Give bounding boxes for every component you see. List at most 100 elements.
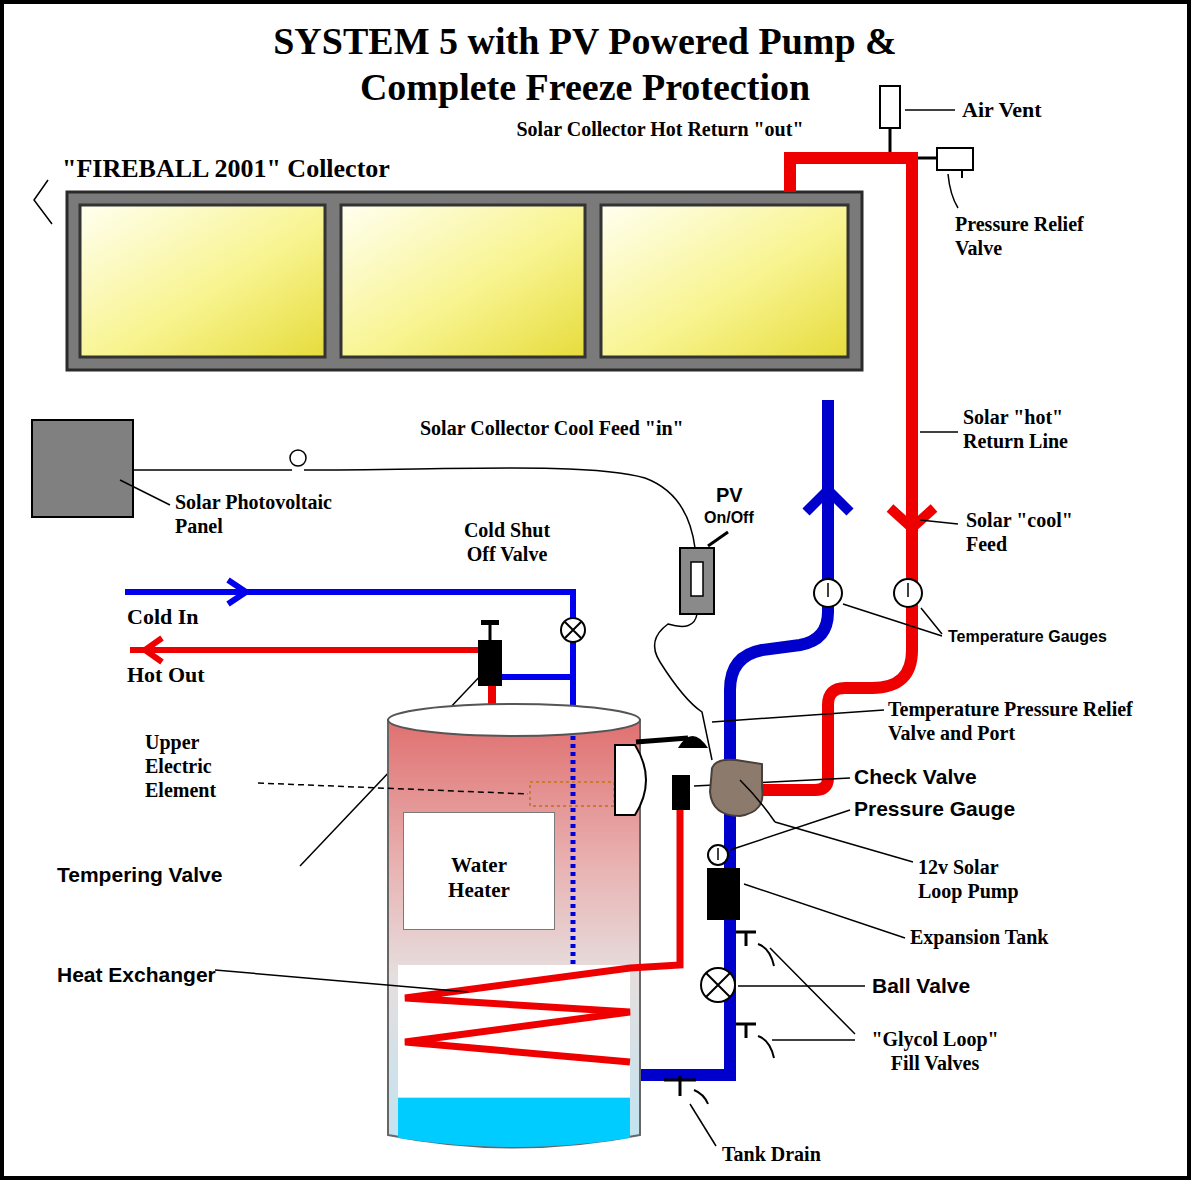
pressure-gauge [708,810,850,865]
solar-collector [34,180,52,224]
pv-panel-leader [120,480,170,505]
air-vent [880,86,900,128]
tp-relief-valve [712,710,884,722]
ball-valve [706,973,730,997]
part-label: Upper Electric Element [145,730,257,802]
part-label: On/Off [704,508,754,527]
tempering-valve [478,640,502,686]
pv-wire [133,469,292,471]
upper-element [258,783,528,794]
pressure-gauge [708,845,728,865]
ball-valve [701,968,735,1002]
part-label: Solar Photovoltaic Panel [175,490,375,538]
part-label: Solar "hot" Return Line [963,405,1123,453]
water-tank [388,720,640,1148]
return-leader [920,520,958,524]
tank-drain [664,1075,696,1096]
temperature-gauge [814,579,842,607]
expansion-tank [744,884,905,938]
pv-wire [290,450,306,466]
pv-panel [32,420,133,517]
hot-out-pipe [130,647,480,653]
part-label: PV [716,483,743,507]
part-label: Hot Out [127,662,205,688]
tempering-valve [489,624,492,642]
part-label: Solar Collector Cool Feed "in" [420,416,684,440]
pressure-gauge [730,810,850,850]
part-label: Solar "cool" Feed [966,508,1116,556]
part-label: Cold Shut Off Valve [448,518,566,566]
tank-drain [690,1104,716,1146]
hot-return-pipe [760,158,912,790]
solar-collector [67,192,862,370]
return-leader [920,432,958,524]
water-tank [571,736,576,965]
part-label: Tempering Valve [57,862,222,887]
tp-relief-valve [636,738,688,742]
fill-valve [736,1024,756,1038]
solar-collector [341,205,585,357]
cold-shutoff-valve [561,618,585,642]
cold-shutoff-valve [561,618,585,642]
tempering-valve [481,620,499,625]
water-tank [388,704,640,1148]
fill-valve [770,948,855,1040]
solar-collector [80,205,325,357]
pressure-relief-valve [918,148,973,208]
pv-switch [680,532,728,614]
part-label: Ball Valve [872,973,970,998]
temperature-gauge [814,579,942,636]
upper-element [530,782,614,806]
cold-in-pipe [125,580,573,706]
expansion-tank [707,868,740,920]
tp-relief-valve [636,710,884,748]
solar-collector [601,205,848,357]
temperature-gauge [894,579,922,607]
fill-valve [736,932,756,946]
check-valve [672,775,690,810]
cold-shutoff-valve [565,622,581,638]
part-label: 12v Solar Loop Pump [918,855,1043,903]
air-vent [905,109,955,111]
cold-in-pipe [500,674,573,680]
tank-drain [664,1075,716,1146]
heat-exchanger-coil [215,810,680,1062]
tp-relief-valve [678,736,708,748]
pressure-gauge [717,848,719,860]
temperature-gauge [827,583,829,597]
ball-valve [701,968,865,1002]
upper-element [615,745,646,815]
hot-return-pipe [890,508,934,528]
cool-feed-pipe [806,490,850,512]
expansion-tank [707,868,905,938]
cold-in-pipe [228,580,246,604]
pressure-relief-valve [948,174,958,208]
air-vent [880,86,955,152]
solar-loop-pump [710,760,763,816]
part-label: Expansion Tank [910,925,1048,949]
pv-panel [32,420,133,517]
part-label: Check Valve [854,764,977,789]
pv-wire [133,450,712,760]
fill-valve [758,944,774,966]
heat-exchanger-coil [215,970,468,992]
part-label: Solar Collector Hot Return "out" [510,117,810,141]
solar-collector [34,180,862,370]
temperature-gauge [843,604,942,636]
pressure-relief-valve [918,157,937,160]
fill-valve [758,1036,774,1058]
water-tank [398,1098,630,1147]
part-label: Cold In [127,604,199,630]
part-label: Temperature Pressure Relief Valve and Po… [888,697,1153,745]
part-label: Pressure Gauge [854,796,1015,821]
upper-element [258,745,646,815]
part-label: "Glycol Loop" Fill Valves [860,1027,1010,1075]
air-vent [889,128,892,152]
temperature-gauge [907,583,909,597]
pv-switch [708,532,728,546]
pv-switch [680,548,714,614]
part-label: Air Vent [962,97,1042,123]
solar-loop-pump [740,780,775,822]
